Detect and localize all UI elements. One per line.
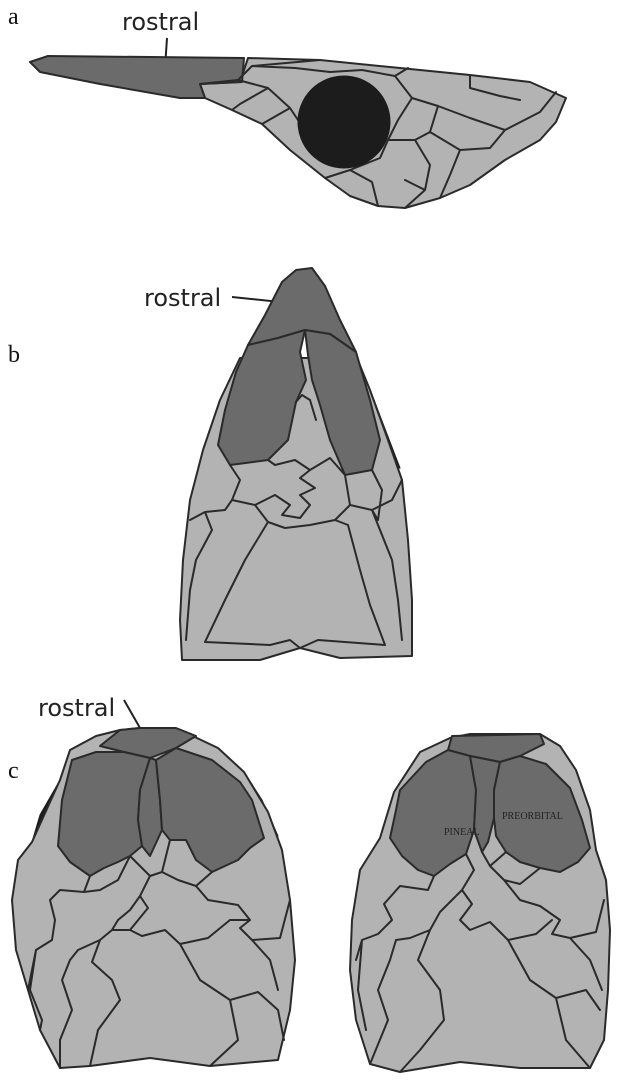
- panel-c-letter: c: [8, 758, 19, 784]
- panel-a-rostral-label: rostral: [122, 8, 199, 36]
- preorbital-label: PREORBITAL: [502, 811, 563, 822]
- panel-a-lateral-skull: a rostral: [8, 4, 566, 208]
- panel-b-dorsal-skull: b rostral: [8, 268, 412, 660]
- panel-a-orbit: [298, 76, 390, 168]
- panel-c-right-skull: PINEAL PREORBITAL: [350, 734, 610, 1072]
- panel-c-rostral-label: rostral: [38, 694, 115, 722]
- panel-c-rostral-leader: [124, 700, 140, 728]
- panel-b-rostral-label: rostral: [144, 284, 221, 312]
- panel-a-letter: a: [8, 4, 19, 30]
- panel-c-left-skull: c rostral: [8, 694, 295, 1068]
- pineal-label: PINEAL: [444, 827, 480, 838]
- panel-b-letter: b: [8, 342, 20, 368]
